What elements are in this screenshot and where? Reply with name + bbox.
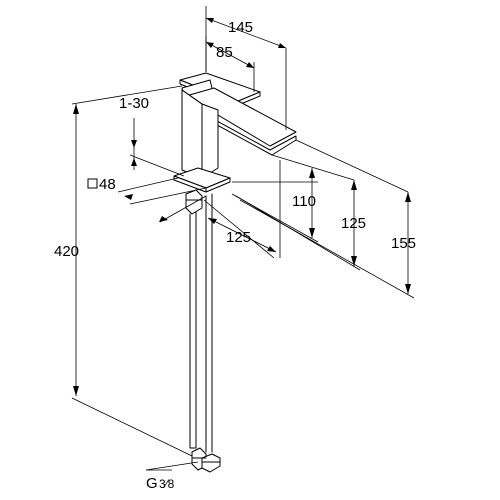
- dim-line-145: [205, 17, 287, 49]
- square-icon: [87, 178, 98, 189]
- dimension-labels: 145 85 1-30 48 420 125 110 125 155 G 3⁄8: [54, 19, 416, 492]
- body-side-face: [201, 103, 219, 179]
- dim-line-85: [205, 41, 255, 69]
- supply-hose-right: [205, 193, 213, 453]
- body-edge: [181, 89, 203, 105]
- label-connection-thread: G: [146, 475, 158, 492]
- label-lever-length: 85: [216, 44, 233, 61]
- label-total-height: 420: [54, 243, 79, 260]
- faucet-body: [173, 72, 297, 473]
- dim-line-125-projection: [207, 217, 277, 253]
- body-front-face: [181, 89, 203, 179]
- supply-hose-left: [189, 211, 197, 449]
- spout-top: [185, 87, 297, 147]
- hose-fitting-right: [201, 453, 221, 473]
- label-overall-height: 155: [391, 235, 416, 252]
- label-spout-projection: 125: [226, 229, 251, 246]
- dimension-lines: [71, 6, 415, 471]
- base-plate-side: [205, 177, 231, 193]
- label-total-depth: 145: [228, 19, 253, 36]
- label-spout-clearance: 110: [292, 193, 316, 210]
- label-base-size: 48: [99, 176, 116, 193]
- label-connection-fraction: 3⁄8: [159, 477, 175, 491]
- label-lever-angle: 1-30: [119, 95, 149, 112]
- mount-nut: [185, 189, 203, 215]
- label-spout-height: 125: [341, 215, 366, 232]
